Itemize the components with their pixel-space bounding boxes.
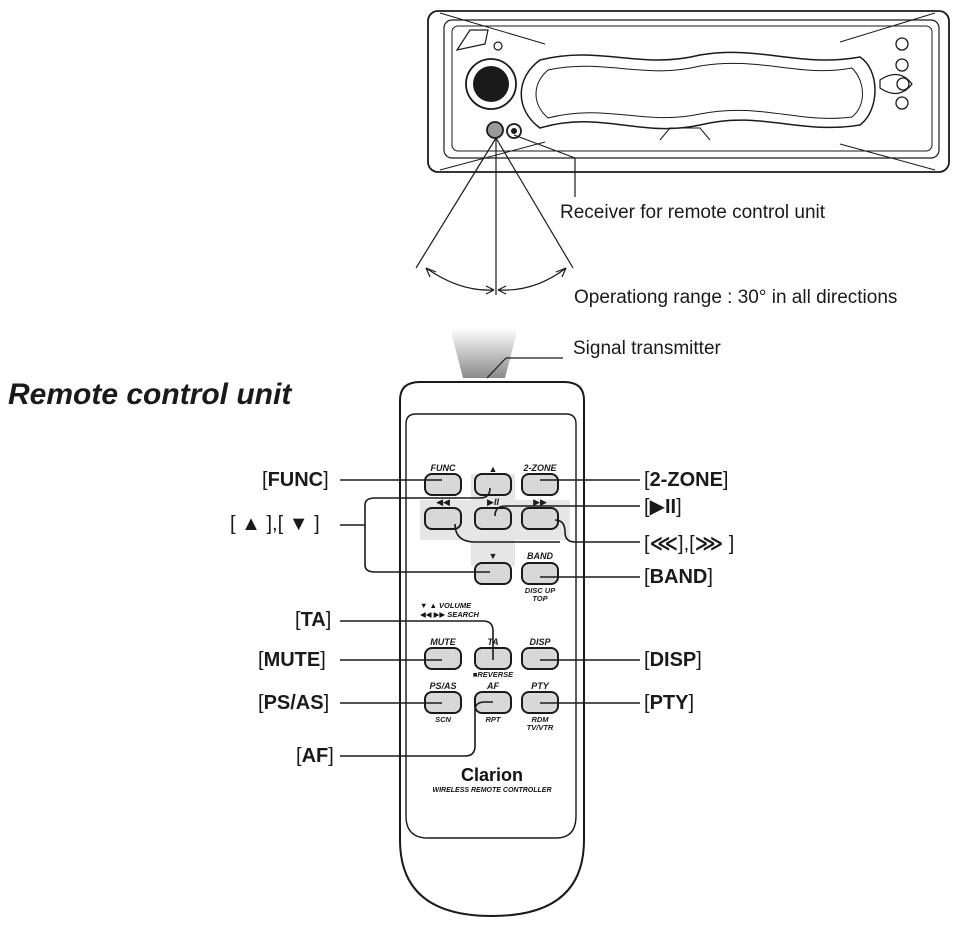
ta-button-label: TA [487,637,499,647]
callout-func: [FUNC] [262,469,329,491]
signal-led [486,121,504,139]
pty-button-label: PTY [531,681,549,691]
operating-range-diagram [415,137,574,295]
receiver-leader-line [513,134,576,197]
callout-pty: [PTY] [644,692,695,714]
psas-button-label: PS/AS [429,681,457,691]
callout-2zone: [2-ZONE] [644,469,729,491]
callout-mute: [MUTE] [258,649,326,671]
head-unit-panel [451,25,933,152]
callout-up-down: [ ▲ ],[ ▼ ] [230,513,320,535]
side-button-4 [895,96,909,110]
callout-ta: [TA] [295,609,332,631]
af-button-sublabel: RPT [485,715,501,724]
brand-subtitle: WIRELESS REMOTE CONTROLLER [432,787,552,794]
transmitter-caption: Signal transmitter [573,338,721,359]
2zone-button-shape [521,473,559,496]
mute-button-label: MUTE [430,637,456,647]
signal-beam [450,328,518,378]
ff-button-shape [521,507,559,530]
head-unit-outer-frame [427,10,950,173]
ff-button-label: ▶▶ [533,497,547,507]
release-button [455,29,489,51]
volume-search-hint: ▼ ▲ VOLUME◀◀ ▶▶ SEARCH [420,601,479,619]
callout-seek: [⋘],[⋙ ] [644,533,735,555]
psas-button-sublabel: SCN [435,715,451,724]
rew-button-label: ◀◀ [436,497,450,507]
callout-lines [340,479,640,757]
remote-heading: Remote control unit [8,378,292,411]
callout-psas: [PS/AS] [258,692,330,714]
down-button-label: ▼ [488,551,498,561]
remote-receiver [506,123,522,139]
mute-button-shape [424,647,462,670]
display-window [520,51,876,130]
callout-playpause: [▶II] [644,496,682,518]
side-button-2 [895,58,909,72]
up-button-shape [474,473,512,496]
func-button-shape [424,473,462,496]
af-button-label: AF [487,681,499,691]
band-button-shape [521,562,559,585]
playpause-button-shape [474,507,512,530]
range-caption: Operationg range : 30° in all directions [574,287,898,308]
head-unit [427,10,950,173]
disp-button-label: DISP [529,637,551,647]
receiver-caption: Receiver for remote control unit [560,202,826,223]
band-button-label: BAND [527,551,553,561]
func-button-label: FUNC [430,463,456,473]
side-button-3 [896,77,910,91]
side-button-1 [895,37,909,51]
2zone-button-label: 2-ZONE [523,463,557,473]
rew-button-shape [424,507,462,530]
callout-af: [AF] [296,745,334,767]
up-button-label: ▲ [488,464,498,474]
callout-band: [BAND] [644,566,713,588]
volume-knob [465,58,517,110]
down-button-shape [474,562,512,585]
playpause-button-label: ▶II [487,497,499,507]
ta-button-sublabel: ■REVERSE [472,670,514,679]
disp-button-shape [521,647,559,670]
brand-logo: Clarion [460,765,524,785]
head-unit-inner-frame [443,19,940,159]
callout-disp: [DISP] [644,649,702,671]
